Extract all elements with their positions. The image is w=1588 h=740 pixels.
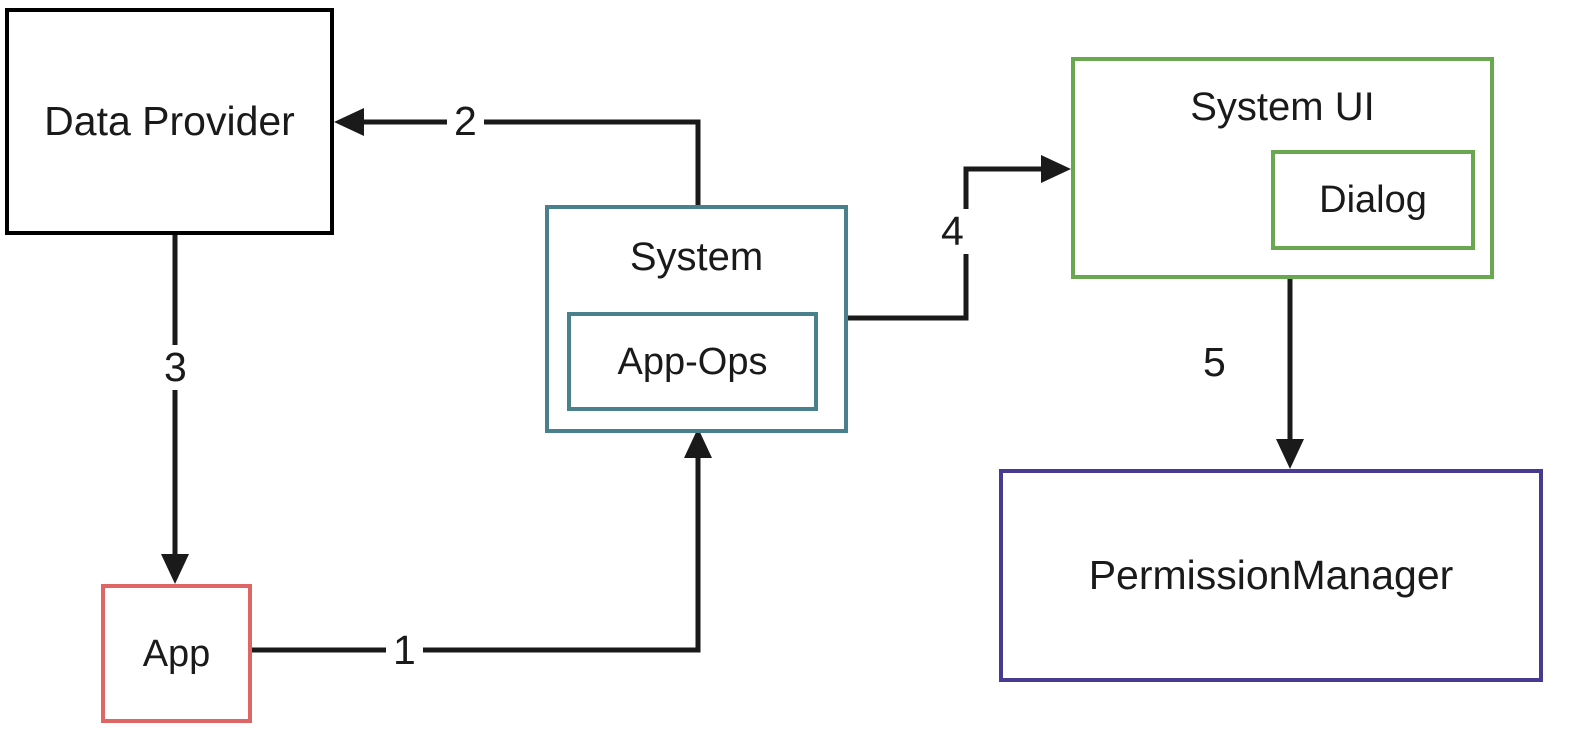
edge-label-3: 3 — [157, 345, 194, 390]
edge-label-5: 5 — [1196, 340, 1233, 385]
arrowhead-1 — [684, 428, 712, 458]
node-data-provider-label: Data Provider — [44, 98, 295, 144]
node-permission-manager-label: PermissionManager — [1088, 552, 1454, 598]
arrowhead-5 — [1276, 439, 1304, 469]
arrowhead-2 — [334, 108, 364, 136]
node-system-ui-label: System UI — [1190, 85, 1375, 129]
edge-2-connector — [334, 108, 701, 205]
node-dialog-label: Dialog — [1319, 179, 1427, 221]
node-permission-manager[interactable]: PermissionManager — [999, 469, 1543, 682]
edge-1-connector — [252, 428, 712, 653]
node-app-label: App — [142, 632, 211, 675]
edge-label-4: 4 — [934, 209, 971, 254]
arrowhead-4 — [1041, 155, 1071, 183]
node-app-ops[interactable]: App-Ops — [567, 312, 818, 411]
node-system-label: System — [629, 235, 764, 279]
node-app-ops-label: App-Ops — [617, 340, 768, 383]
edge-5-connector — [1276, 279, 1304, 469]
node-app[interactable]: App — [101, 584, 252, 723]
edge-label-2: 2 — [447, 99, 484, 144]
arrowhead-3 — [161, 554, 189, 584]
node-dialog[interactable]: Dialog — [1271, 150, 1475, 250]
node-data-provider[interactable]: Data Provider — [5, 8, 334, 235]
edge-label-1: 1 — [386, 628, 423, 673]
edge-3-connector — [161, 235, 189, 584]
